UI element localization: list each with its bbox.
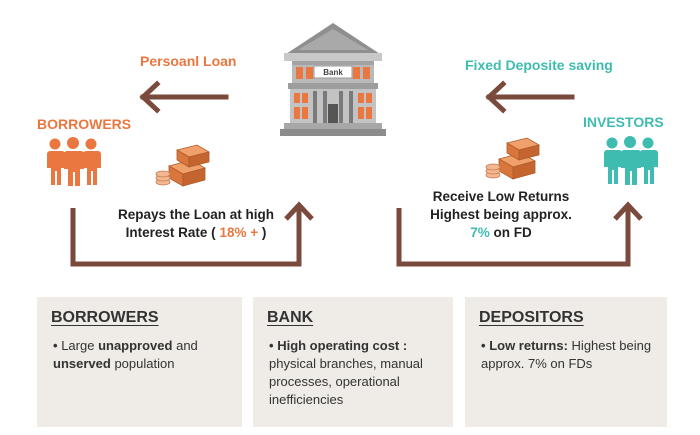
money-stack-icon-right [485,137,541,180]
deposit-arrow [485,80,575,114]
investors-people-icon [604,136,658,185]
borrowers-people-icon [47,137,101,186]
repay-rate: 18% + [219,225,259,240]
investors-label: INVESTORS [583,114,664,130]
returns-rate: 7% [470,225,490,240]
personal-loan-label: Persoanl Loan [140,53,237,69]
repay-arrow [70,201,314,267]
depositors-box-text: • Low returns: Highest being approx. 7% … [481,338,652,371]
bank-info-box: BANK • High operating cost : physical br… [253,297,453,427]
bank-box-text: • High operating cost : physical branche… [269,338,423,407]
money-stack-icon-left [155,144,211,187]
repay-line-2: Interest Rate ( 18% + ) [125,225,267,240]
borrowers-label: BORROWERS [37,116,132,132]
returns-line-3: 7% on FD [470,225,532,240]
depositors-info-box: DEPOSITORS • Low returns: Highest being … [465,297,667,427]
repay-loan-text: Repays the Loan at high Interest Rate ( … [96,206,296,242]
depositors-box-title: DEPOSITORS [479,309,584,326]
borrowers-box-text: • Large unapproved and unserved populati… [53,338,198,371]
low-returns-text: Receive Low Returns Highest being approx… [416,188,586,242]
borrowers-box-title: BORROWERS [51,309,159,326]
bank-building-icon: Bank [280,23,386,136]
returns-arrow [396,201,643,267]
returns-line-1: Receive Low Returns [432,189,570,204]
repay-line-1: Repays the Loan at high [117,207,275,222]
borrowers-info-box: BORROWERS • Large unapproved and unserve… [37,297,242,427]
bank-box-title: BANK [267,309,314,326]
fixed-deposit-label: Fixed Deposite saving [465,57,613,73]
bank-sign: Bank [323,68,343,77]
loan-arrow [139,80,229,114]
returns-line-2: Highest being approx. [430,207,572,222]
